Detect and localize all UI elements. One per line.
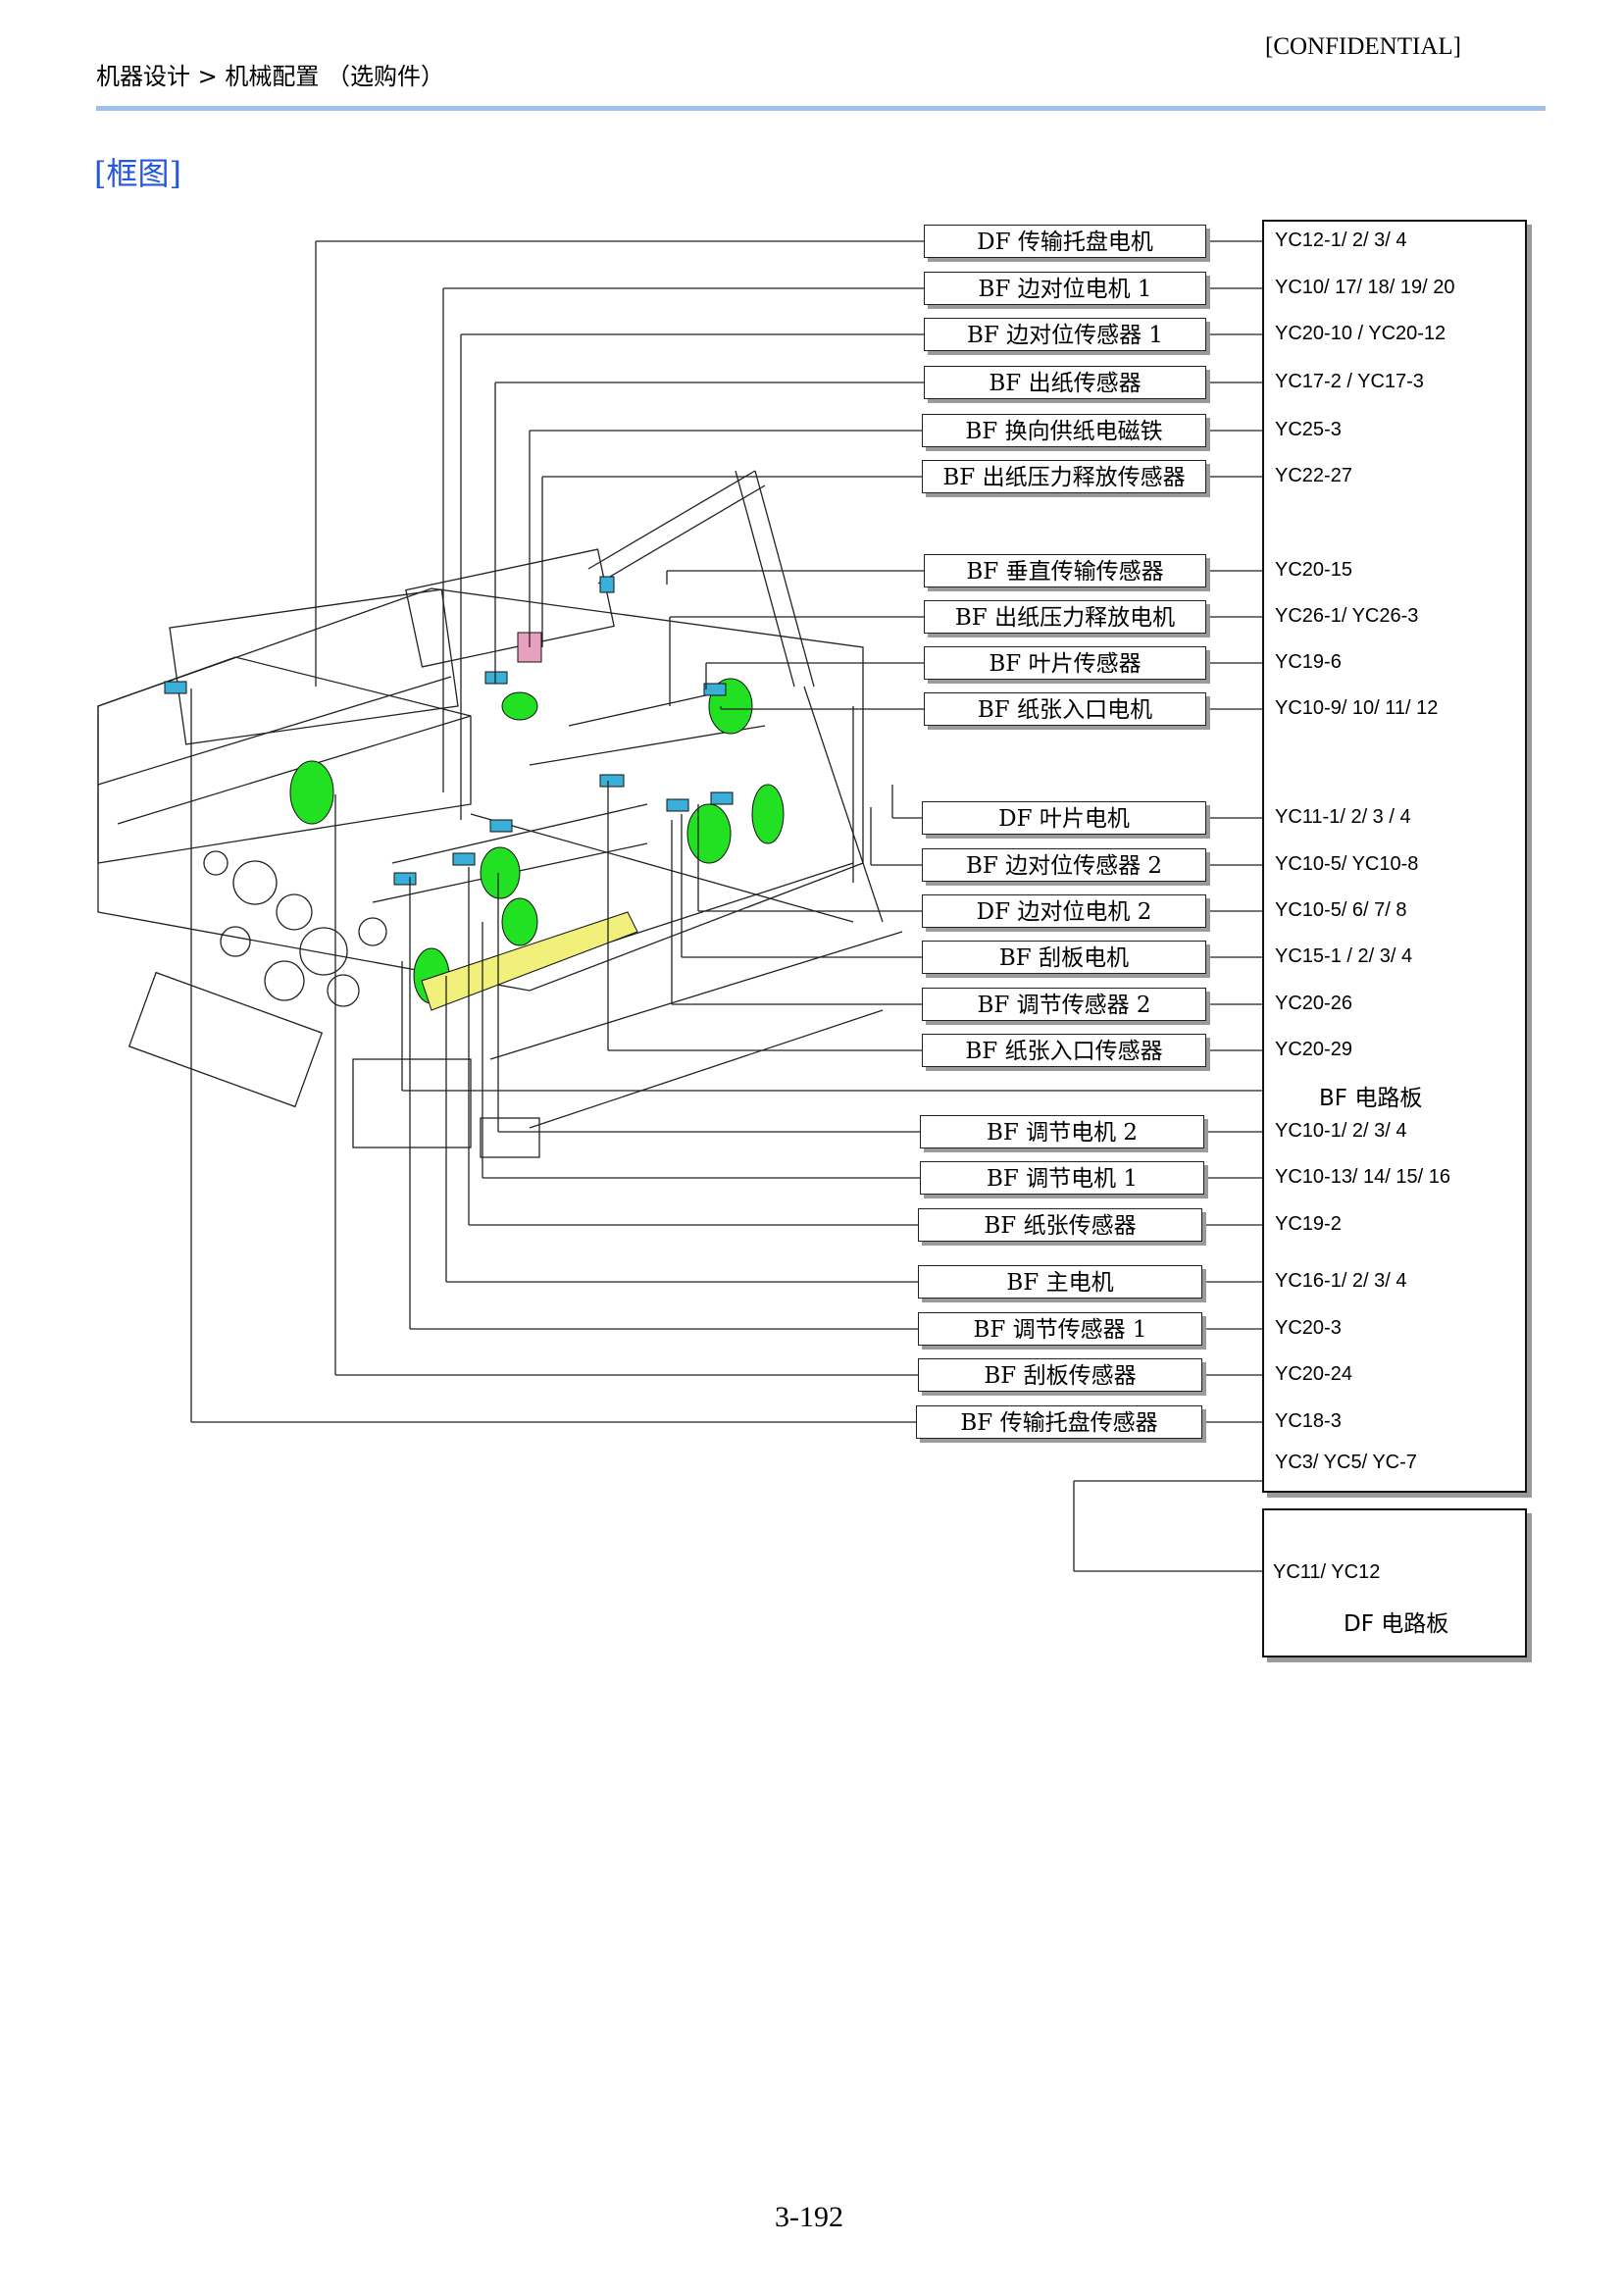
component-label: BF 边对位传感器 2 (922, 848, 1206, 882)
bf-board-link-connector: YC3/ YC5/ YC-7 (1275, 1452, 1417, 1473)
breadcrumb: 机器设计 > 机械配置 （选购件） (96, 63, 444, 90)
header-divider (96, 106, 1546, 111)
highlighted-parts (164, 576, 785, 1011)
page-number: 3-192 (775, 2201, 843, 2233)
component-label: BF 刮板传感器 (918, 1358, 1202, 1392)
connector-label: YC26-1/ YC26-3 (1275, 605, 1419, 627)
connector-label: YC16-1/ 2/ 3/ 4 (1275, 1270, 1407, 1292)
component-label: BF 边对位电机 1 (924, 272, 1206, 305)
component-label: BF 纸张入口传感器 (922, 1034, 1206, 1067)
component-label: BF 调节电机 2 (920, 1115, 1204, 1148)
component-label: BF 边对位传感器 1 (924, 318, 1206, 351)
connector-label: YC10-9/ 10/ 11/ 12 (1275, 697, 1439, 719)
connector-label: YC15-1 / 2/ 3/ 4 (1275, 945, 1413, 967)
component-label: BF 调节传感器 2 (922, 988, 1206, 1021)
component-label: BF 传输托盘传感器 (916, 1405, 1202, 1439)
bf-circuit-board (1262, 220, 1527, 1493)
component-label: BF 叶片传感器 (924, 646, 1206, 680)
confidential-mark: [CONFIDENTIAL] (1265, 33, 1461, 60)
connector-label: YC17-2 / YC17-3 (1275, 371, 1424, 392)
connector-label: YC22-27 (1275, 465, 1352, 486)
df-board-name: DF 电路板 (1344, 1611, 1449, 1637)
component-label: BF 垂直传输传感器 (924, 554, 1206, 587)
component-label: DF 叶片电机 (922, 801, 1206, 835)
component-label: BF 出纸压力释放传感器 (922, 460, 1206, 493)
bf-board-name: BF 电路板 (1319, 1086, 1423, 1111)
component-label: BF 调节电机 1 (920, 1161, 1204, 1195)
component-label: BF 调节传感器 1 (918, 1312, 1202, 1346)
component-label: BF 刮板电机 (922, 941, 1206, 974)
df-circuit-board (1262, 1508, 1527, 1657)
connector-label: YC10-5/ 6/ 7/ 8 (1275, 899, 1407, 921)
connector-label: YC25-3 (1275, 419, 1342, 440)
connector-label: YC10-1/ 2/ 3/ 4 (1275, 1120, 1407, 1142)
connector-label: YC10-13/ 14/ 15/ 16 (1275, 1166, 1451, 1188)
component-label: BF 换向供纸电磁铁 (922, 414, 1206, 447)
connector-label: YC11-1/ 2/ 3 / 4 (1275, 806, 1411, 828)
component-label: BF 出纸压力释放电机 (924, 600, 1206, 634)
connector-label: YC20-26 (1275, 993, 1352, 1014)
connector-label: YC18-3 (1275, 1410, 1342, 1432)
component-label: BF 出纸传感器 (924, 366, 1206, 399)
connector-label: YC20-15 (1275, 559, 1352, 581)
component-label: BF 纸张入口电机 (924, 692, 1206, 726)
connector-label: YC20-24 (1275, 1363, 1352, 1385)
connector-label: YC20-3 (1275, 1317, 1342, 1339)
connector-label: YC10-5/ YC10-8 (1275, 853, 1419, 875)
component-label: BF 纸张传感器 (918, 1208, 1202, 1242)
df-board-connector: YC11/ YC12 (1273, 1561, 1381, 1583)
component-label: DF 边对位电机 2 (922, 894, 1206, 928)
component-label: BF 主电机 (918, 1265, 1202, 1299)
connector-label: YC20-29 (1275, 1039, 1352, 1060)
connector-label: YC10/ 17/ 18/ 19/ 20 (1275, 277, 1455, 298)
connector-label: YC20-10 / YC20-12 (1275, 323, 1446, 344)
connector-label: YC12-1/ 2/ 3/ 4 (1275, 229, 1407, 251)
connector-label: YC19-2 (1275, 1213, 1342, 1235)
component-label: DF 传输托盘电机 (924, 225, 1206, 258)
section-title: [框图] (94, 155, 181, 192)
connector-label: YC19-6 (1275, 651, 1342, 673)
